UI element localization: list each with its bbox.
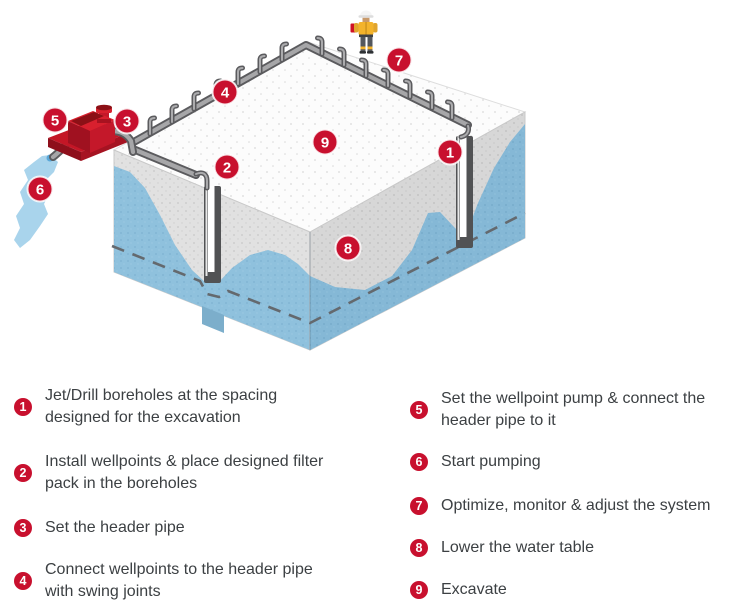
legend-badge-8: 8 [410, 539, 428, 557]
hard-hat-brim [358, 15, 374, 18]
pump-body-panel [71, 112, 104, 126]
pump-base-front-right [81, 133, 128, 161]
legend-text-1: Jet/Drill boreholes at the spacing desig… [45, 387, 278, 426]
left-leg [360, 37, 366, 51]
pump-body-right [90, 120, 115, 153]
legend-text-5: Set the wellpoint pump & connect the hea… [441, 390, 706, 429]
callout-2-badge: 2 [213, 153, 241, 181]
left-boot [359, 51, 366, 54]
legend-badge-5: 5 [410, 401, 428, 419]
legend-text-4: Connect wellpoints to the header pipe wi… [45, 561, 313, 600]
legend-badge-4: 4 [14, 572, 32, 590]
right-arm [373, 23, 378, 33]
header-pipe [128, 41, 472, 147]
legend-badge-6: 6 [410, 453, 428, 471]
legend-item-6: 6 Start pumping [410, 451, 541, 473]
borehole-wellpoint-2 [204, 186, 221, 283]
legend-badge-3: 3 [14, 519, 32, 537]
right-cuff-stripe [367, 46, 373, 50]
legend-text-2: Install wellpoints & place designed filt… [45, 453, 324, 492]
legend-text-9: Excavate [441, 581, 507, 598]
callout-3-badge: 3 [113, 107, 141, 135]
hard-hat [360, 10, 372, 16]
legend-badge-1: 1 [14, 398, 32, 416]
original-water-table-dashed-line [111, 211, 526, 325]
callout-9-badge: 9 [311, 128, 339, 156]
svg-text:5: 5 [51, 112, 59, 129]
worker-figure [350, 10, 378, 54]
left-cuff-stripe [360, 46, 366, 50]
pump-body-left [68, 121, 90, 153]
legend-text-3: Set the header pipe [45, 519, 185, 536]
svg-text:3: 3 [123, 113, 131, 130]
legend-item-3: 3 Set the header pipe [14, 517, 185, 539]
legend-text-8: Lower the water table [441, 539, 594, 556]
svg-text:7: 7 [395, 52, 403, 69]
belt [359, 34, 373, 38]
water-table-left [114, 166, 310, 350]
legend-text-7: Optimize, monitor & adjust the system [441, 497, 711, 514]
vest-zipper [365, 22, 367, 35]
wellpoint-pump [48, 104, 137, 161]
left-arm [354, 23, 359, 33]
legend-item-4: 4 Connect wellpoints to the header pipe … [14, 559, 313, 603]
svg-text:4: 4 [221, 84, 230, 101]
callout-1-badge: 1 [436, 138, 464, 166]
svg-text:1: 1 [446, 144, 454, 161]
borehole-column-notch [202, 306, 224, 333]
legend-badge-9: 9 [410, 581, 428, 599]
water-table-right [310, 124, 525, 350]
svg-text:8: 8 [344, 240, 352, 257]
dewatering-diagram: 1 2 3 4 5 6 7 8 9 [14, 10, 527, 351]
legend-badge-2: 2 [14, 464, 32, 482]
wellpoint-2-connection-pipe [129, 145, 210, 191]
worker-face [362, 17, 370, 23]
callout-8-badge: 8 [334, 234, 362, 262]
right-leg [367, 37, 373, 51]
legend-badge-7: 7 [410, 497, 428, 515]
svg-text:6: 6 [36, 181, 44, 198]
pump-base-front-left [48, 138, 81, 161]
legend-item-9: 9 Excavate [410, 579, 507, 601]
callout-6-badge: 6 [26, 175, 54, 203]
legend-item-2: 2 Install wellpoints & place designed fi… [14, 451, 323, 495]
pump-stack-collar [97, 119, 111, 123]
right-boot [367, 51, 374, 54]
callout-7-badge: 7 [385, 46, 413, 74]
callout-5-badge: 5 [41, 106, 69, 134]
svg-text:2: 2 [223, 159, 231, 176]
callout-4-badge: 4 [211, 78, 239, 106]
legend-item-7: 7 Optimize, monitor & adjust the system [410, 495, 710, 517]
svg-text:9: 9 [321, 134, 329, 151]
borehole-wellpoint-1 [456, 136, 473, 248]
legend-item-1: 1 Jet/Drill boreholes at the spacing des… [14, 385, 277, 429]
legend-text-6: Start pumping [441, 453, 541, 470]
legend-item-8: 8 Lower the water table [410, 537, 594, 559]
legend-item-5: 5 Set the wellpoint pump & connect the h… [410, 388, 705, 432]
pump-stack-top [96, 104, 112, 111]
